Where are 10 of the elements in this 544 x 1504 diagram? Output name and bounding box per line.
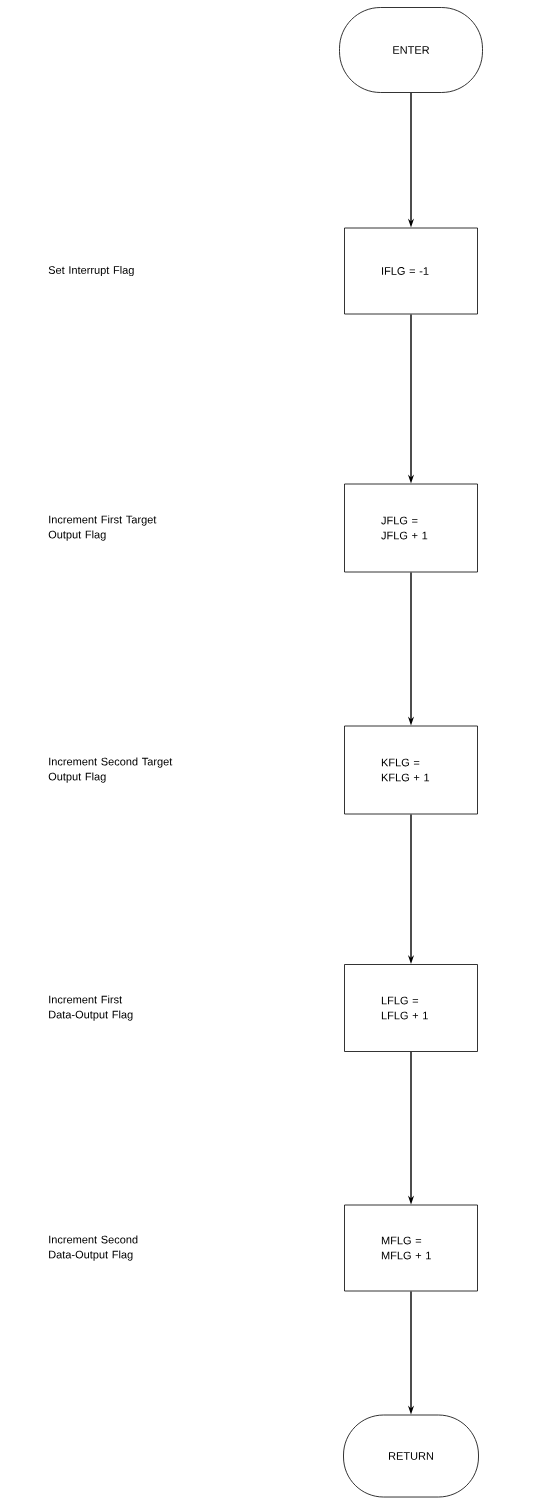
step-description: Increment Second Data-Output Flag <box>49 1235 138 1261</box>
step-description: Increment First Data-Output Flag <box>49 995 133 1021</box>
process-box: KFLG = KFLG + 1 <box>344 725 478 815</box>
step-description: Set Interrupt Flag <box>48 265 134 277</box>
step-description: Increment Second Target Output Flag <box>48 757 173 783</box>
step-description: Increment First Target Output Flag <box>48 515 157 541</box>
process-box: MFLG = MFLG + 1 <box>344 1204 478 1292</box>
process-box: JFLG = JFLG + 1 <box>344 483 478 573</box>
process-box: IFLG = -1 <box>344 227 478 315</box>
process-box: LFLG = LFLG + 1 <box>344 964 478 1052</box>
